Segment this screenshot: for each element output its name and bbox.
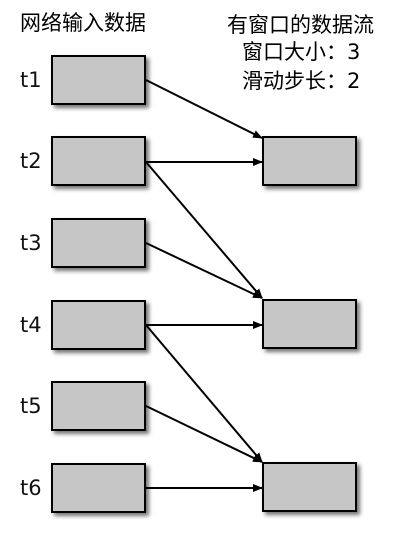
input-box-t1: [51, 55, 146, 105]
input-box-t2: [51, 136, 146, 186]
arrow-t4-to-window-3: [145, 324, 263, 463]
input-data-title: 网络输入数据: [20, 11, 146, 35]
window-box-3: [262, 462, 357, 512]
arrow-t3-to-window-2: [145, 242, 263, 299]
input-box-t5: [51, 381, 146, 431]
arrow-t2-to-window-2: [145, 161, 263, 299]
windowed-stream-title: 有窗口的数据流: [227, 13, 374, 37]
window-box-2: [262, 299, 357, 349]
slide-step-label: 滑动步长：2: [242, 69, 361, 93]
window-box-1: [262, 136, 357, 186]
time-label-t4: t4: [20, 313, 42, 337]
time-label-t6: t6: [20, 476, 42, 500]
time-label-t1: t1: [20, 68, 42, 92]
time-label-t3: t3: [20, 231, 42, 255]
time-label-t5: t5: [20, 394, 42, 418]
arrow-t5-to-window-3: [145, 405, 263, 463]
time-label-t2: t2: [20, 149, 42, 173]
arrow-t1-to-window-1: [145, 79, 263, 139]
window-size-label: 窗口大小：3: [242, 40, 361, 64]
input-box-t3: [51, 218, 146, 268]
input-box-t4: [51, 300, 146, 350]
input-box-t6: [51, 463, 146, 513]
